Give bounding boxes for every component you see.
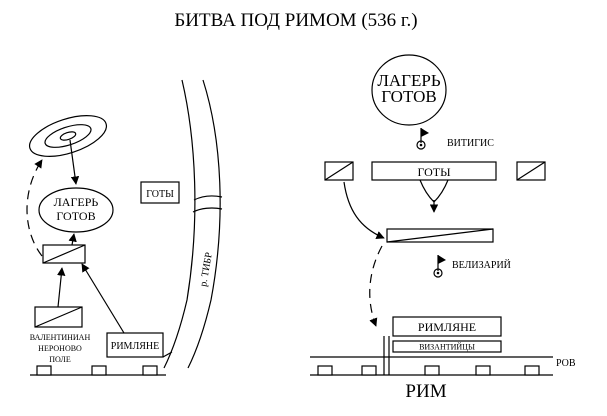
right-label-rome: РИМ [405,381,446,402]
right-label-byzantines: ВИЗАНТИЙЦЫ [419,343,475,352]
left-arrow-unit-to-camp [68,233,77,246]
left-goths-box [140,181,180,204]
right-romans-box [392,316,502,337]
belisarius-flag-icon [433,255,446,278]
left-camp-label-2: ГОТОВ [56,209,95,223]
right-panel: ЛАГЕРЬ ГОТОВ ВИТИГИС ГОТЫ [310,54,576,402]
right-curve-arrow [343,181,385,239]
left-romans-link [162,351,173,358]
right-label-romans: РИМЛЯНЕ [418,320,476,334]
right-goths-advance [419,179,449,203]
right-goths-box [371,161,497,181]
right-camp-label-1: ЛАГЕРЬ [377,71,440,90]
target-ellipse [28,115,108,157]
left-arrow-to-camp [69,139,80,185]
left-label-river: р. ТИБР [198,251,215,287]
left-unit-valentinian [34,306,83,328]
left-arrow-romans [81,263,125,334]
left-label-goths: ГОТЫ [146,189,174,200]
right-goths-camp [371,54,447,126]
right-city-wall [310,365,553,376]
left-dashed-retreat [26,159,43,257]
left-city-wall [30,365,166,376]
left-goths-camp [38,187,114,233]
left-unit-middle [42,244,86,264]
right-label-vitiges: ВИТИГИС [447,138,494,149]
right-unit-left-flank [324,161,354,181]
right-byzantines-box [392,340,502,353]
left-label-neronovo-1: НЕРОНОВО [38,344,82,353]
vitiges-flag-icon [416,128,429,150]
right-unit-right-flank [516,161,546,181]
left-label-valentinian: ВАЛЕНТИНИАН [30,333,91,342]
left-romans-box [106,332,164,358]
right-label-belisarius: ВЕЛИЗАРИЙ [452,259,511,271]
diagram-title: БИТВА ПОД РИМОМ (536 г.) [174,10,417,31]
left-arrow-valentinian-up [57,267,66,308]
tiber-river [163,79,223,369]
left-label-neronovo-2: ПОЛЕ [49,355,71,364]
left-label-romans: РИМЛЯНЕ [111,341,159,352]
right-label-moat: РОВ [556,358,576,369]
right-label-goths: ГОТЫ [417,165,451,179]
right-camp-label-2: ГОТОВ [381,87,436,106]
right-unit-long [386,228,494,243]
left-panel: ЛАГЕРЬ ГОТОВ ВАЛЕНТИНИАН НЕРОНОВО ПОЛЕ Р… [26,79,223,376]
left-camp-label-1: ЛАГЕРЬ [54,195,99,209]
right-dashed-retreat [369,245,383,327]
